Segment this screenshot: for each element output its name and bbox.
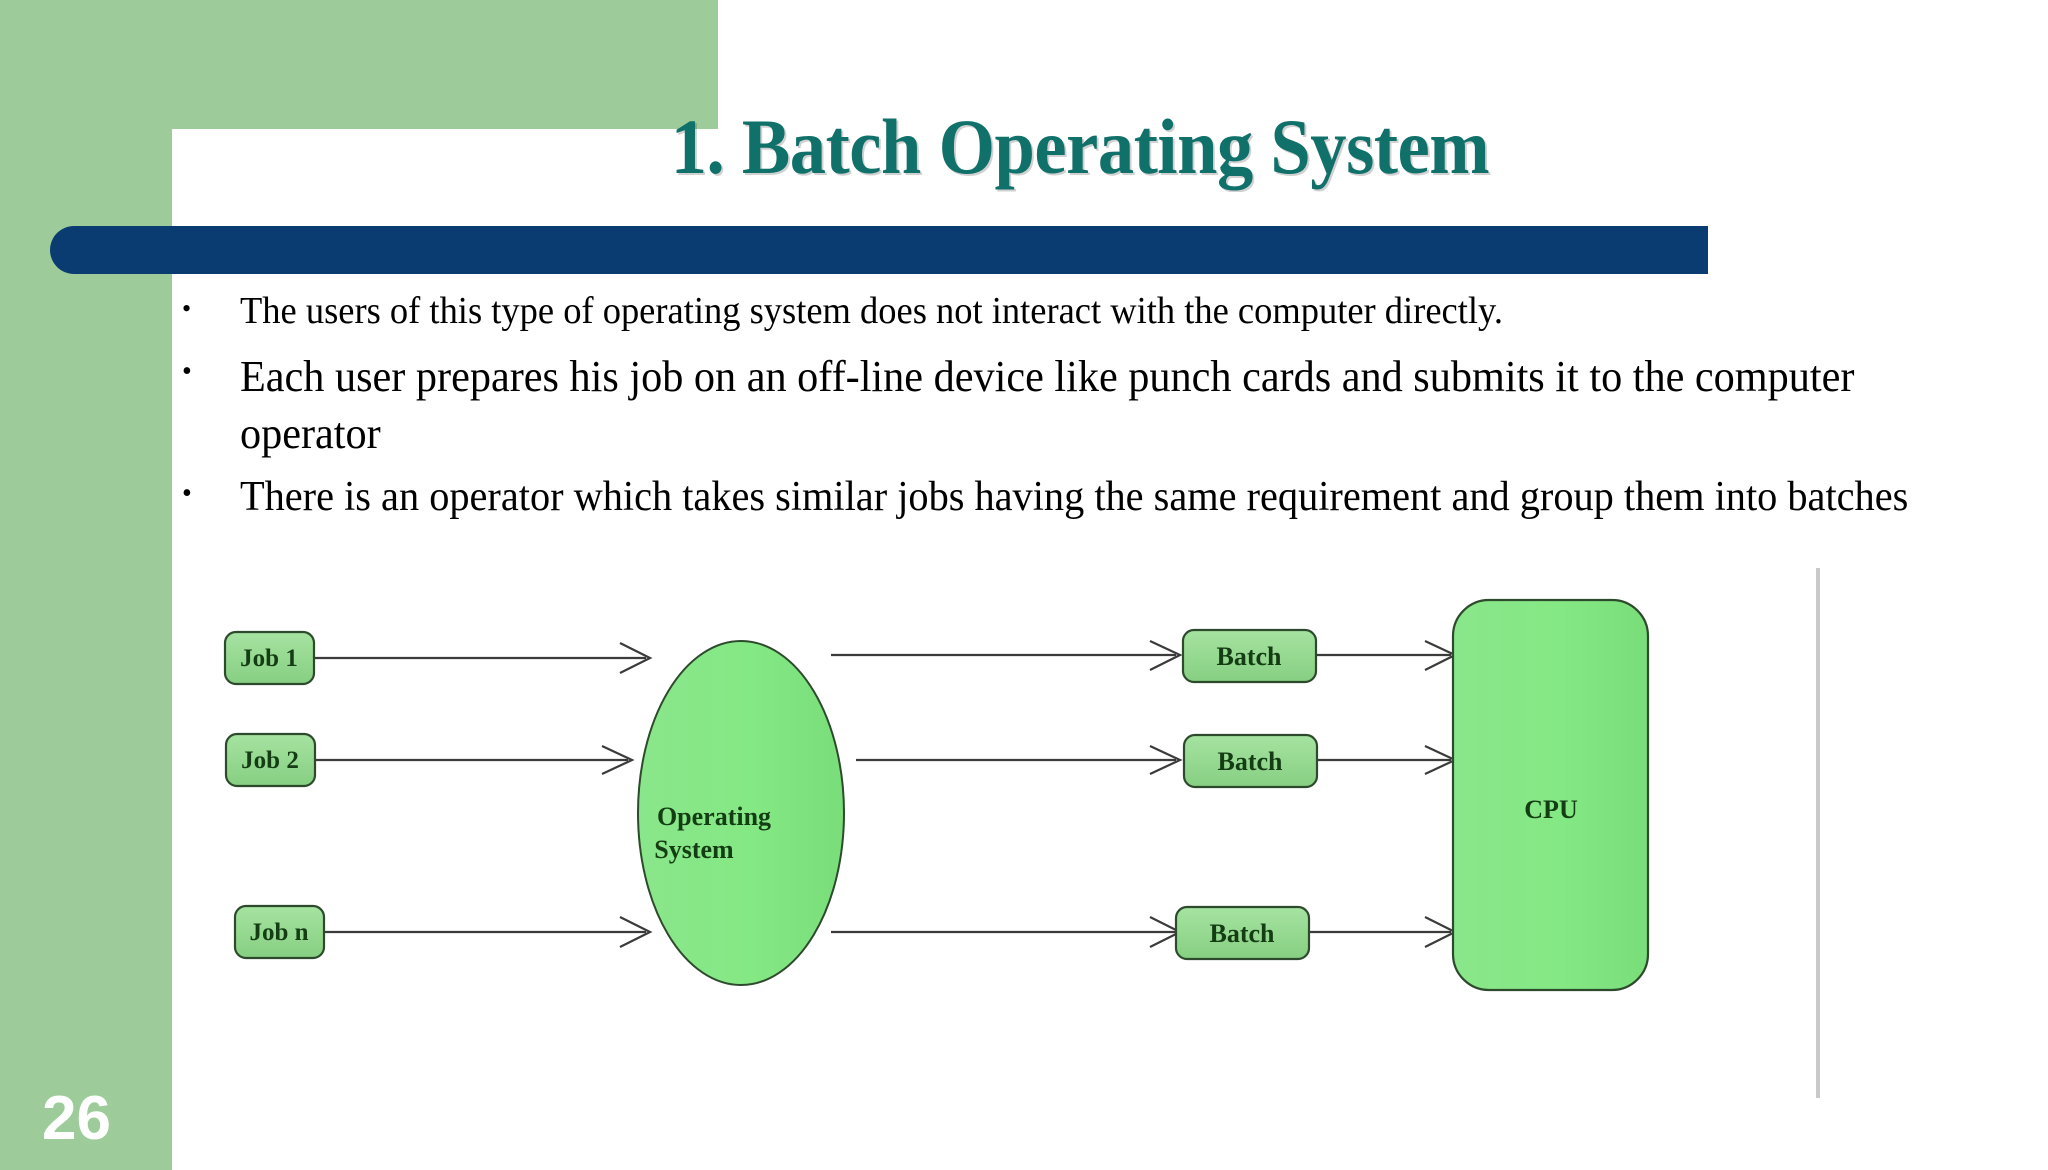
diagram-node-os-label-line1: Operating: [657, 802, 771, 831]
diagram-node-job-1[interactable]: [223, 630, 316, 686]
bullet-marker-icon: •: [182, 294, 192, 323]
list-item-text: There is an operator which takes similar…: [240, 474, 1909, 521]
arrow-job1-to-os: [313, 642, 653, 674]
arrow-job2-to-os: [314, 745, 635, 775]
list-item: • There is an operator which takes simil…: [178, 470, 2028, 525]
list-item-text: The users of this type of operating syst…: [240, 290, 1503, 332]
diagram-node-job-2-label: Job 2: [241, 747, 299, 774]
diagram-node-batch-2-label: Batch: [1218, 747, 1284, 776]
page-number: 26: [42, 1084, 111, 1153]
diagram-node-operating-system[interactable]: [637, 640, 845, 986]
page-title: 1. Batch Operating System: [670, 103, 1490, 190]
list-item-text: Each user prepares his job on an off-lin…: [240, 351, 1855, 459]
diagram-node-job-1-label: Job 1: [240, 645, 298, 672]
diagram-node-batch-3-label: Batch: [1210, 919, 1276, 948]
arrow-os-to-batch1: [831, 640, 1183, 671]
diagram-node-cpu-label: CPU: [1524, 795, 1578, 824]
diagram-node-job-2[interactable]: [224, 732, 317, 788]
diagram-node-cpu[interactable]: [1451, 598, 1650, 992]
arrow-jobn-to-os: [323, 916, 653, 948]
list-item: • The users of this type of operating sy…: [178, 288, 2028, 336]
list-item: • Each user prepares his job on an off-l…: [178, 348, 2028, 462]
diagram-node-batch-2[interactable]: [1182, 733, 1319, 789]
diagram-node-job-n-label: Job n: [249, 919, 308, 946]
diagram-node-batch-3[interactable]: [1174, 905, 1311, 961]
bullet-marker-icon: •: [182, 355, 192, 387]
diagram-node-job-n[interactable]: [233, 904, 326, 960]
navy-title-divider-bar: [50, 226, 1708, 274]
green-sidebar-strip: [0, 0, 172, 1170]
batch-os-diagram: Job 1 Job 2 Job n Operating System Batch: [176, 560, 1836, 1120]
diagram-node-batch-1-label: Batch: [1217, 642, 1283, 671]
bullet-marker-icon: •: [182, 478, 192, 510]
diagram-node-batch-1[interactable]: [1181, 628, 1318, 684]
arrow-os-to-batch2: [856, 745, 1183, 775]
bullet-list: • The users of this type of operating sy…: [178, 288, 2028, 525]
diagram-node-os-label-line2: System: [654, 835, 734, 864]
